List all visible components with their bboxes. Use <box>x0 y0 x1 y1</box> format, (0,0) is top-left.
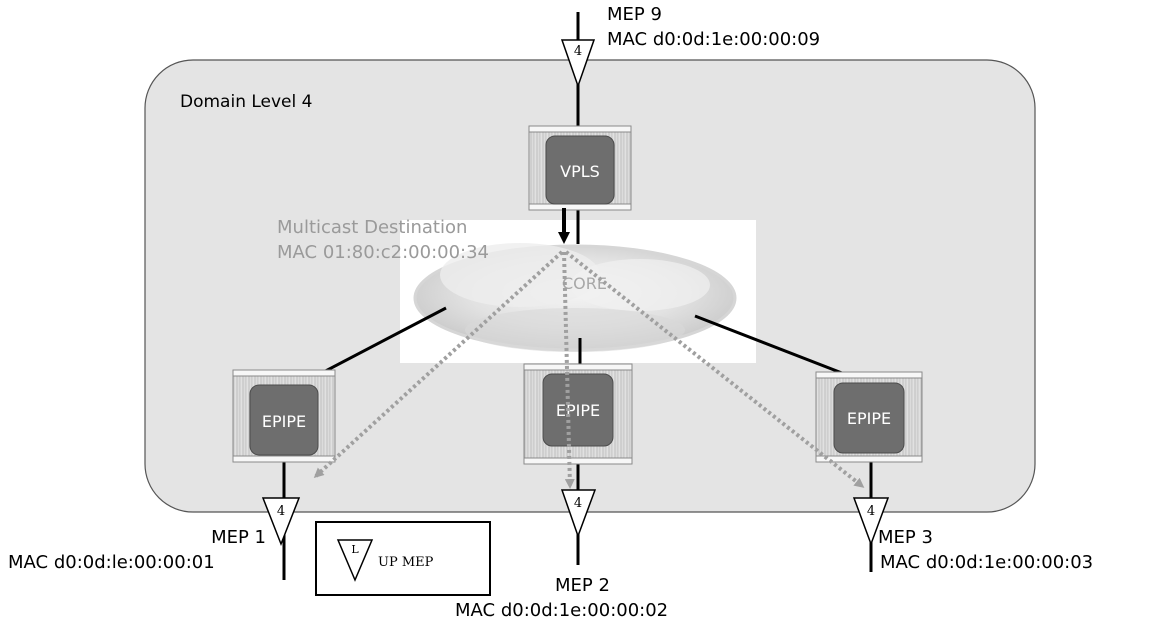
mep3-mac: MAC d0:0d:1e:00:00:03 <box>880 552 1094 573</box>
router-epipe-3[interactable]: EPIPE <box>815 371 923 463</box>
core-label: CORE <box>562 274 607 293</box>
router-epipe-2-label: EPIPE <box>556 401 600 420</box>
mep2-mac: MAC d0:0d:1e:00:00:02 <box>455 600 669 621</box>
multicast-mac: MAC 01:80:c2:00:00:34 <box>277 242 490 263</box>
mep9-level: 4 <box>574 44 582 59</box>
router-epipe-3-label: EPIPE <box>847 409 891 428</box>
core-epipe3-link <box>694 314 861 382</box>
domain-label: Domain Level 4 <box>180 92 313 112</box>
router-vpls[interactable]: VPLS <box>528 125 632 211</box>
router-epipe-1[interactable]: EPIPE <box>232 369 336 463</box>
multicast-title: Multicast Destination <box>277 217 468 238</box>
mep1-level: 4 <box>277 504 285 519</box>
mep1-name: MEP 1 <box>211 527 266 548</box>
mep1-mac: MAC d0:0d:le:00:00:01 <box>8 552 215 573</box>
mep9-triangle[interactable]: 4 <box>560 39 596 89</box>
core-cloud <box>413 243 737 352</box>
mep9-mac: MAC d0:0d:1e:00:00:09 <box>607 29 821 50</box>
legend-up-mep-icon <box>336 539 374 582</box>
mep3-level: 4 <box>867 504 875 519</box>
mep2-name: MEP 2 <box>555 575 610 596</box>
router-epipe-1-label: EPIPE <box>262 412 306 431</box>
mep9-name: MEP 9 <box>607 4 662 25</box>
mep2-level: 4 <box>574 496 582 511</box>
router-vpls-label: VPLS <box>560 162 600 181</box>
legend: L UP MEP <box>315 521 491 596</box>
mep3-name: MEP 3 <box>878 527 933 548</box>
multicast-arrows <box>313 250 865 489</box>
multicast-arrow-mep1 <box>313 250 564 479</box>
mep3-triangle[interactable]: 4 <box>852 497 890 547</box>
mep1-triangle[interactable]: 4 <box>261 497 301 547</box>
router-epipe-2[interactable]: EPIPE <box>523 363 633 465</box>
legend-text: UP MEP <box>378 555 434 570</box>
mep2-triangle[interactable]: 4 <box>560 489 597 539</box>
multicast-arrow-mep3 <box>564 250 865 488</box>
legend-symbol: L <box>351 543 359 556</box>
